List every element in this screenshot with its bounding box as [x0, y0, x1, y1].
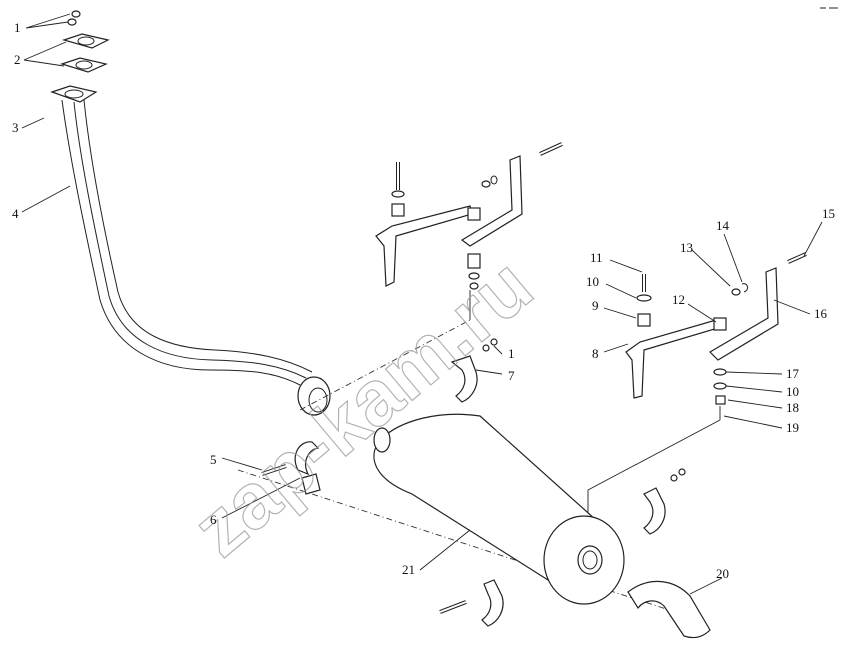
label-1a: 1 [14, 20, 21, 35]
label-21: 21 [402, 562, 415, 577]
label-2: 2 [14, 52, 21, 67]
label-1b: 1 [508, 346, 515, 361]
right-bracket-assembly [587, 252, 807, 520]
part-5-bolt [261, 464, 287, 476]
label-11: 11 [590, 250, 603, 265]
part-1-nuts [67, 10, 81, 26]
upper-bracket-assembly [375, 142, 563, 320]
assembly-centerline [237, 469, 701, 621]
leader-lines [21, 13, 823, 595]
label-3: 3 [12, 120, 19, 135]
part-3-stud [43, 107, 57, 123]
label-4: 4 [12, 206, 19, 221]
pipe-flange [50, 85, 98, 103]
label-10a: 10 [586, 274, 599, 289]
label-14: 14 [716, 218, 730, 233]
muffler-clamp-lower [439, 579, 504, 627]
label-8: 8 [592, 346, 599, 361]
assembly-centerline-2 [299, 319, 471, 411]
label-7: 7 [508, 368, 515, 383]
label-9: 9 [592, 298, 599, 313]
label-20: 20 [716, 566, 729, 581]
label-15: 15 [822, 206, 835, 221]
label-19: 19 [786, 420, 799, 435]
label-6: 6 [210, 512, 217, 527]
part-20-tailpipe [627, 580, 711, 639]
part-7-clamp [450, 338, 498, 403]
label-13: 13 [680, 240, 693, 255]
part-2-gaskets [60, 33, 110, 73]
part-4-exhaust-pipe [61, 99, 331, 416]
label-12: 12 [672, 292, 685, 307]
label-16: 16 [814, 306, 828, 321]
label-18: 18 [786, 400, 799, 415]
label-17: 17 [786, 366, 800, 381]
label-5: 5 [210, 452, 217, 467]
part-21-muffler [373, 413, 625, 605]
callout-labels: 1 2 3 4 5 6 7 1 8 9 10 11 12 13 14 15 16… [12, 20, 835, 581]
muffler-clamp-upper [643, 468, 686, 535]
part-6-clamp [294, 441, 321, 495]
label-10b: 10 [786, 384, 799, 399]
